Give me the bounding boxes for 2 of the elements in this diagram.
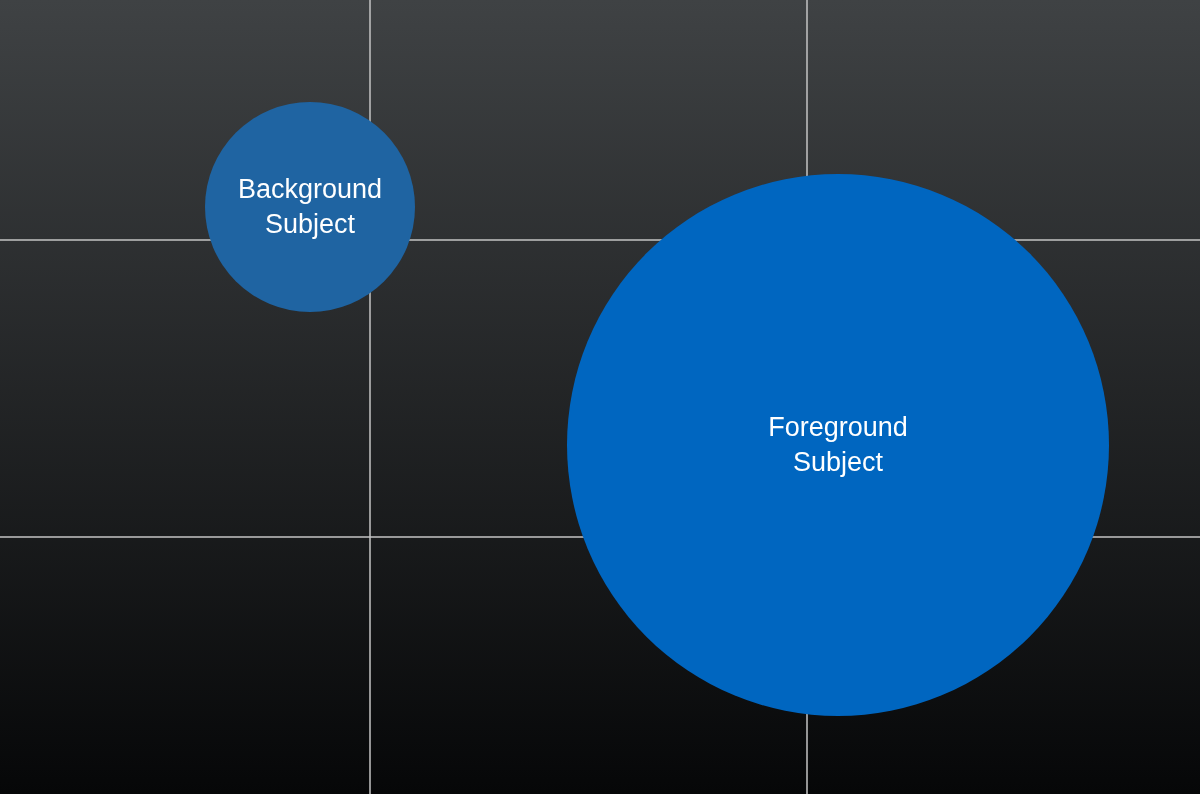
subject-label: Foreground Subject <box>767 411 909 479</box>
subject-label: Background Subject <box>236 173 384 241</box>
